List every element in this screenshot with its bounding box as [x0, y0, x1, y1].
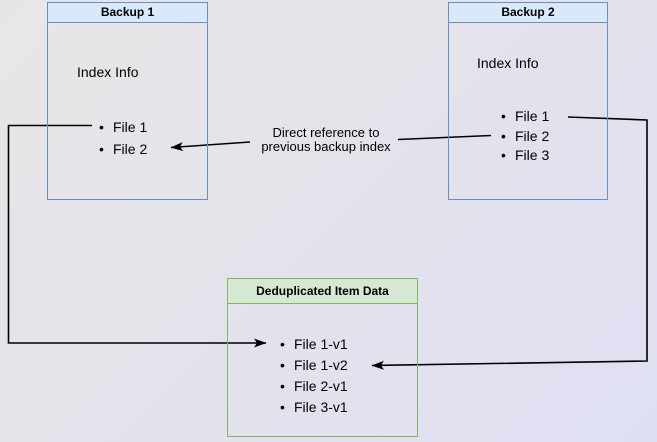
direct-reference-label-line2: previous backup index	[261, 139, 391, 154]
backup2-subtitle: Index Info	[477, 55, 539, 71]
file-item: File 1	[97, 116, 147, 138]
backup1-file-list: File 1 File 2	[97, 116, 147, 160]
file-item: File 1-v1	[278, 334, 348, 355]
file-item: File 2-v1	[278, 376, 348, 397]
dedup-title: Deduplicated Item Data	[228, 279, 417, 304]
deduplicated-item-data-box: Deduplicated Item Data File 1-v1 File 1-…	[227, 278, 418, 437]
file-item: File 2	[499, 127, 549, 147]
connector-backup1-file1-to-dedup	[7, 124, 267, 348]
direct-reference-label: Direct reference to previous backup inde…	[226, 126, 426, 154]
connector-backup2-file2-label-segment	[397, 134, 492, 141]
backup2-box: Backup 2 Index Info File 1 File 2 File 3	[448, 2, 608, 200]
backup1-subtitle: Index Info	[77, 64, 139, 80]
file-item: File 2	[97, 138, 147, 160]
dedup-file-list: File 1-v1 File 1-v2 File 2-v1 File 3-v1	[278, 334, 348, 418]
file-item: File 3	[499, 146, 549, 166]
file-item: File 1	[499, 107, 549, 127]
file-item: File 3-v1	[278, 397, 348, 418]
direct-reference-label-line1: Direct reference to	[272, 125, 380, 140]
backup2-file-list: File 1 File 2 File 3	[499, 107, 549, 166]
backup2-title: Backup 2	[449, 3, 607, 23]
connector-label-to-backup1-file2	[170, 141, 251, 152]
backup1-title: Backup 1	[48, 3, 207, 23]
file-item: File 1-v2	[278, 355, 348, 376]
backup1-box: Backup 1 Index Info File 1 File 2	[47, 2, 208, 200]
